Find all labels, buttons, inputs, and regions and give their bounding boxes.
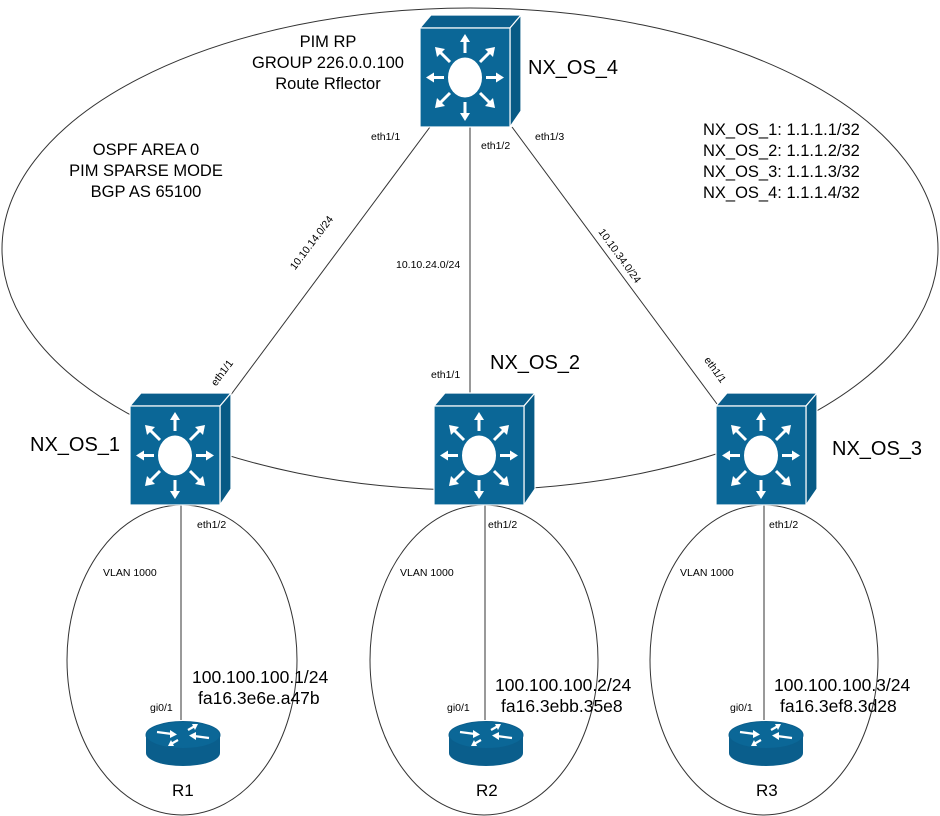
if-label-nxos2-eth1-2: eth1/2 [488,519,518,531]
if-label-r1-gi0-1: gi0/1 [150,702,173,714]
ospf-area-line: OSPF AREA 0 [92,141,200,159]
router-icon [727,720,805,768]
layer3-switch-icon [128,391,233,507]
router-icon [144,720,222,768]
link-nxos4-nxos3 [511,126,718,405]
if-label-nxos2-eth1-1: eth1/1 [431,369,461,381]
loopback-item: NX_OS_4: 1.1.1.4/32 [703,184,860,202]
router-label-r3: R3 [756,781,778,800]
if-label-r2-gi0-1: gi0/1 [447,702,470,714]
ip-address: 100.100.100.1/24 [192,667,329,687]
layer3-switch-icon [714,391,819,507]
ip-label-r1: 100.100.100.1/24 fa16.3e6e.a47b [192,667,328,709]
bgp-as-line: BGP AS 65100 [90,183,202,201]
route-reflector-line: Route Rflector [275,75,381,93]
switch-label-nxos2: NX_OS_2 [490,352,581,374]
link-nxos4-nxos1 [226,126,431,401]
vlan-label-r1: VLAN 1000 [103,567,157,579]
if-label-nxos4-eth1-1: eth1/1 [371,131,401,143]
if-label-nxos4-eth1-2: eth1/2 [481,140,511,152]
switch-label-nxos3: NX_OS_3 [832,438,923,460]
if-label-nxos3-eth1-2: eth1/2 [769,519,799,531]
router-r3[interactable] [727,720,805,768]
mac-address: fa16.3ebb.35e8 [501,696,623,716]
ip-address: 100.100.100.3/24 [774,675,911,695]
loopback-list: NX_OS_1: 1.1.1.1/32 NX_OS_2: 1.1.1.2/32 … [703,120,860,204]
router-r1[interactable] [144,720,222,768]
router-icon [447,720,525,768]
rp-annotation: PIM RP GROUP 226.0.0.100 Route Rflector [248,32,408,95]
router-r2[interactable] [447,720,525,768]
if-label-nxos4-eth1-3: eth1/3 [535,131,565,143]
loopback-item: NX_OS_2: 1.1.1.2/32 [703,142,860,160]
switch-label-nxos4: NX_OS_4 [528,57,619,79]
if-label-nxos1-eth1-2: eth1/2 [197,519,227,531]
ip-label-r3: 100.100.100.3/24 fa16.3ef8.3d28 [774,675,910,717]
switch-nxos4[interactable] [418,13,523,129]
switch-nxos3[interactable] [714,391,819,507]
subnet-label-24: 10.10.24.0/24 [396,259,461,271]
domain-annotation: OSPF AREA 0 PIM SPARSE MODE BGP AS 65100 [46,140,246,203]
loopback-item: NX_OS_3: 1.1.1.3/32 [703,163,860,181]
if-label-r3-gi0-1: gi0/1 [730,702,753,714]
router-label-r1: R1 [172,781,194,800]
layer3-switch-icon [418,13,523,129]
switch-label-nxos1: NX_OS_1 [30,434,121,456]
pim-mode-line: PIM SPARSE MODE [69,162,223,180]
mac-address: fa16.3ef8.3d28 [780,696,897,716]
router-label-r2: R2 [476,781,498,800]
vlan-label-r3: VLAN 1000 [680,567,734,579]
ip-address: 100.100.100.2/24 [495,675,632,695]
switch-nxos2[interactable] [432,391,537,507]
layer3-switch-icon [432,391,537,507]
ip-label-r2: 100.100.100.2/24 fa16.3ebb.35e8 [495,675,631,717]
loopback-item: NX_OS_1: 1.1.1.1/32 [703,121,860,139]
rp-line: PIM RP [299,33,357,51]
rp-group-line: GROUP 226.0.0.100 [252,54,404,72]
vlan-label-r2: VLAN 1000 [400,567,454,579]
switch-nxos1[interactable] [128,391,233,507]
mac-address: fa16.3e6e.a47b [198,688,320,708]
vlan-ellipse-r2 [369,504,599,816]
vlan-ellipse-r1 [66,504,298,816]
